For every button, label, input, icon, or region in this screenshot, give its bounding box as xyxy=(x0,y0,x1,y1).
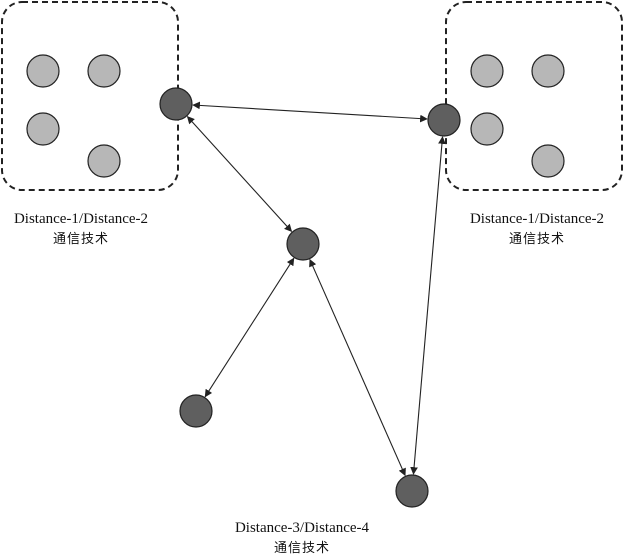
right-member-node-3 xyxy=(470,112,504,146)
edge-4 xyxy=(309,258,406,477)
right-member-node-1 xyxy=(470,54,504,88)
edge-1 xyxy=(192,101,428,123)
right-cluster-label-line2: 通信技术 xyxy=(508,232,565,247)
bottom-label-line2: 通信技术 xyxy=(273,541,330,556)
edge-5 xyxy=(410,136,446,475)
edge-2 xyxy=(186,116,293,232)
gateway-right xyxy=(427,103,461,137)
left-cluster-label-line2: 通信技术 xyxy=(52,232,109,247)
right-member-node-4 xyxy=(531,144,565,178)
right-cluster-label-line1: Distance-1/Distance-2 xyxy=(469,211,605,227)
bottom-label-line1: Distance-3/Distance-4 xyxy=(234,520,370,536)
right-cluster-boundary xyxy=(445,1,623,191)
right-cluster-members xyxy=(470,54,565,178)
left-cluster-label: Distance-1/Distance-2 通信技术 xyxy=(0,210,171,249)
edge-3 xyxy=(204,257,295,398)
gateway-nodes xyxy=(159,87,461,508)
bottom-label: Distance-3/Distance-4 通信技术 xyxy=(212,519,392,558)
lower-left-node xyxy=(179,394,213,428)
center-node xyxy=(286,227,320,261)
right-cluster-label: Distance-1/Distance-2 通信技术 xyxy=(447,210,624,249)
left-member-node-3 xyxy=(26,112,60,146)
right-member-node-2 xyxy=(531,54,565,88)
edge-group xyxy=(186,101,446,477)
left-member-node-2 xyxy=(87,54,121,88)
left-cluster-members xyxy=(26,54,121,178)
gateway-left xyxy=(159,87,193,121)
left-cluster-label-line1: Distance-1/Distance-2 xyxy=(13,211,149,227)
bottom-node xyxy=(395,474,429,508)
left-member-node-4 xyxy=(87,144,121,178)
left-member-node-1 xyxy=(26,54,60,88)
